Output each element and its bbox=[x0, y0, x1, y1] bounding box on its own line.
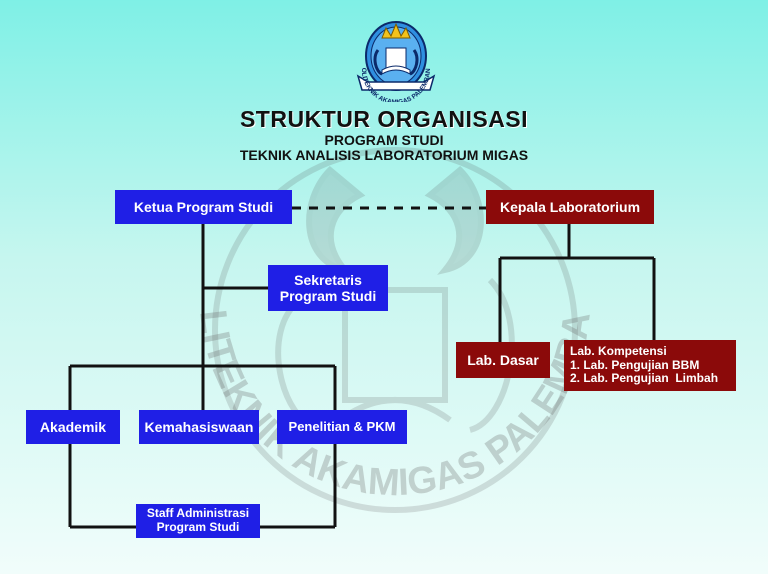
box-kemahasiswaan: Kemahasiswaan bbox=[139, 410, 259, 444]
box-ketua-program-studi: Ketua Program Studi bbox=[115, 190, 292, 224]
box-kepala-laboratorium: Kepala Laboratorium bbox=[486, 190, 654, 224]
box-akademik: Akademik bbox=[26, 410, 120, 444]
box-sekretaris: Sekretaris Program Studi bbox=[268, 265, 388, 311]
box-staff-line2: Program Studi bbox=[156, 520, 240, 534]
box-sekretaris-line1: Sekretaris bbox=[294, 271, 362, 288]
box-lab-kompetensi-line1: Lab. Kompetensi bbox=[570, 343, 667, 358]
box-lab-kompetensi: Lab. Kompetensi 1. Lab. Pengujian BBM 2.… bbox=[564, 340, 736, 391]
box-penelitian-pkm: Penelitian & PKM bbox=[277, 410, 407, 444]
box-staff-administrasi: Staff Administrasi Program Studi bbox=[136, 504, 260, 538]
box-sekretaris-line2: Program Studi bbox=[279, 288, 377, 304]
box-lab-dasar: Lab. Dasar bbox=[456, 342, 550, 378]
page-title: STRUKTUR ORGANISASI bbox=[239, 106, 529, 132]
box-staff-line1: Staff Administrasi bbox=[146, 506, 250, 521]
box-lab-kompetensi-line2: 1. Lab. Pengujian BBM bbox=[570, 357, 700, 372]
subtitle-name: TEKNIK ANALISIS LABORATORIUM MIGAS bbox=[239, 147, 529, 163]
logo: POLITEKNIK AKAMIGAS PALEMBANG bbox=[354, 16, 436, 102]
subtitle-program: PROGRAM STUDI bbox=[324, 132, 444, 148]
box-lab-kompetensi-line3: 2. Lab. Pengujian Limbah bbox=[570, 371, 719, 386]
